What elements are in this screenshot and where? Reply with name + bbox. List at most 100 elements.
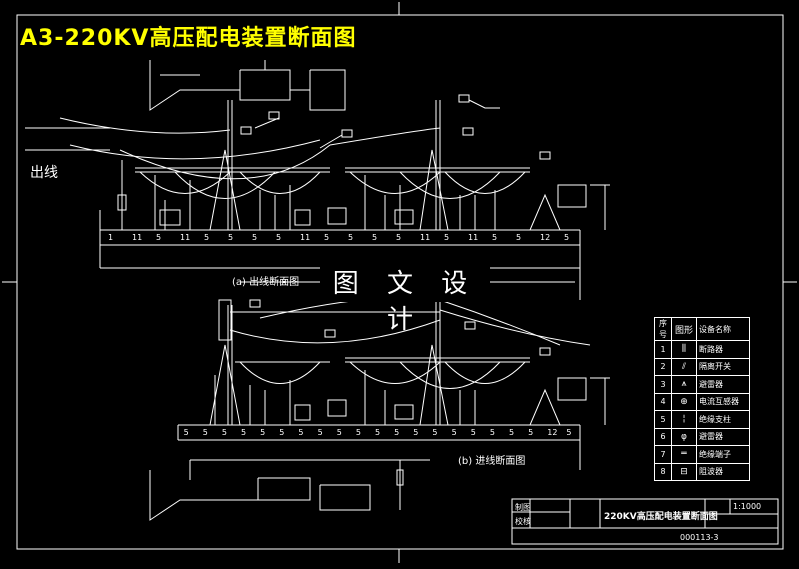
top-gantries <box>117 100 449 231</box>
dimension-label: 11 <box>180 233 191 242</box>
legend-name: 隔离开关 <box>696 357 750 376</box>
title-block-role-2: 校核 <box>515 517 531 526</box>
dimension-label: 5 <box>516 233 522 242</box>
dimension-label: 5 <box>564 233 570 242</box>
legend-name: 绝缘端子 <box>696 445 750 464</box>
insulator-terminal-icon: ═ <box>671 445 697 464</box>
legend-row: 7═绝缘端子 <box>654 445 750 464</box>
legend-name: 电流互感器 <box>696 392 750 411</box>
dimension-label: 5 <box>492 233 498 242</box>
dimension-label: 5 <box>202 428 208 437</box>
legend-no: 5 <box>654 410 672 429</box>
legend-row: 4⊕电流互感器 <box>654 392 750 411</box>
title-block-role-1: 制图 <box>515 503 531 512</box>
legend-no: 1 <box>654 340 672 359</box>
dimension-label: 5 <box>298 428 304 437</box>
dimension-label: 11 <box>132 233 143 242</box>
bottom-callouts <box>249 299 551 356</box>
dimension-label: 5 <box>509 428 515 437</box>
dimension-label: 5 <box>528 428 534 437</box>
legend-row: 8⊟阻波器 <box>654 462 750 481</box>
dimension-label: 5 <box>317 428 323 437</box>
title-block-drawing-name: 220KV高压配电装置断面图 <box>604 512 718 522</box>
dimension-label: 12 <box>547 428 558 437</box>
bottom-overhead-line <box>218 296 591 346</box>
legend-row: 1⫼断路器 <box>654 340 750 359</box>
dimension-label: 5 <box>279 428 285 437</box>
dimension-label: 5 <box>432 428 438 437</box>
legend-no: 7 <box>654 445 672 464</box>
dimension-label: 5 <box>241 428 247 437</box>
legend-no: 6 <box>654 427 672 446</box>
dimension-label: 5 <box>348 233 354 242</box>
bottom-equipment <box>214 370 610 426</box>
dimension-label: 5 <box>489 428 495 437</box>
bottom-control-circuit <box>149 459 430 521</box>
top-overhead-line <box>25 117 441 180</box>
dimension-label: 5 <box>228 233 234 242</box>
top-callouts <box>240 94 551 160</box>
dimension-label: 5 <box>252 233 258 242</box>
bottom-gantries <box>209 300 449 426</box>
legend-name: 避雷器 <box>696 375 750 394</box>
legend-name: 避雷器 <box>696 427 750 446</box>
dimension-label: 11 <box>420 233 431 242</box>
drawing-title: A3-220KV高压配电装置断面图 <box>20 26 357 51</box>
legend-no: 4 <box>654 392 672 411</box>
dimension-label: 1 <box>108 233 114 242</box>
section-a-caption: (a) 出线断面图 <box>232 277 300 288</box>
dimension-label: 5 <box>444 233 450 242</box>
dimension-label: 11 <box>300 233 311 242</box>
dimension-label: 11 <box>468 233 479 242</box>
outgoing-line-label: 出线 <box>30 165 58 181</box>
legend-header-symbol: 图形 <box>671 317 697 341</box>
dimension-label: 5 <box>375 428 381 437</box>
dimension-label: 5 <box>396 233 402 242</box>
bottom-dimension-bar <box>177 424 581 470</box>
legend-no: 8 <box>654 462 672 481</box>
legend-header-name: 设备名称 <box>696 317 750 341</box>
top-busbars <box>135 167 530 199</box>
arrester-icon: ⩚ <box>671 375 697 394</box>
legend-name: 绝缘支柱 <box>696 410 750 429</box>
dimension-label: 5 <box>324 233 330 242</box>
top-equipment <box>99 175 610 231</box>
title-block-scale: 1:1000 <box>733 502 762 511</box>
legend-row: 3⩚避雷器 <box>654 375 750 394</box>
dimension-label: 5 <box>394 428 400 437</box>
insulator-post-icon: ¦ <box>671 410 697 429</box>
legend-name: 阻波器 <box>696 462 750 481</box>
section-b-caption: (b) 进线断面图 <box>458 456 526 467</box>
dimension-label: 5 <box>221 428 227 437</box>
legend-no: 2 <box>654 357 672 376</box>
disconnector-icon: ⫽ <box>671 357 697 376</box>
legend-row: 2⫽隔离开关 <box>654 357 750 376</box>
dimension-label: 5 <box>566 428 572 437</box>
dimension-label: 5 <box>336 428 342 437</box>
dimension-label: 5 <box>204 233 210 242</box>
legend-header-no: 序号 <box>654 317 672 341</box>
legend-no: 3 <box>654 375 672 394</box>
bottom-busbars <box>235 357 530 389</box>
equipment-legend-table: 序号 图形 设备名称 1⫼断路器 2⫽隔离开关 3⩚避雷器 4⊕电流互感器 5¦… <box>654 317 750 481</box>
dimension-label: 5 <box>156 233 162 242</box>
wave-trap-icon: ⊟ <box>671 462 697 481</box>
breaker-icon: ⫼ <box>671 340 697 359</box>
dimension-label: 12 <box>540 233 551 242</box>
title-block <box>511 498 779 545</box>
arrester-alt-icon: φ <box>671 427 697 446</box>
dimension-label: 5 <box>276 233 282 242</box>
dimension-label: 5 <box>260 428 266 437</box>
current-transformer-icon: ⊕ <box>671 392 697 411</box>
dimension-label: 5 <box>355 428 361 437</box>
dimension-label: 5 <box>372 233 378 242</box>
dimension-label: 5 <box>451 428 457 437</box>
dimension-label: 5 <box>470 428 476 437</box>
watermark-text: 图 文 设 计 <box>320 266 490 335</box>
dimension-label: 5 <box>413 428 419 437</box>
title-block-drawing-no: 000113-3 <box>680 533 719 542</box>
legend-row: 5¦绝缘支柱 <box>654 410 750 429</box>
